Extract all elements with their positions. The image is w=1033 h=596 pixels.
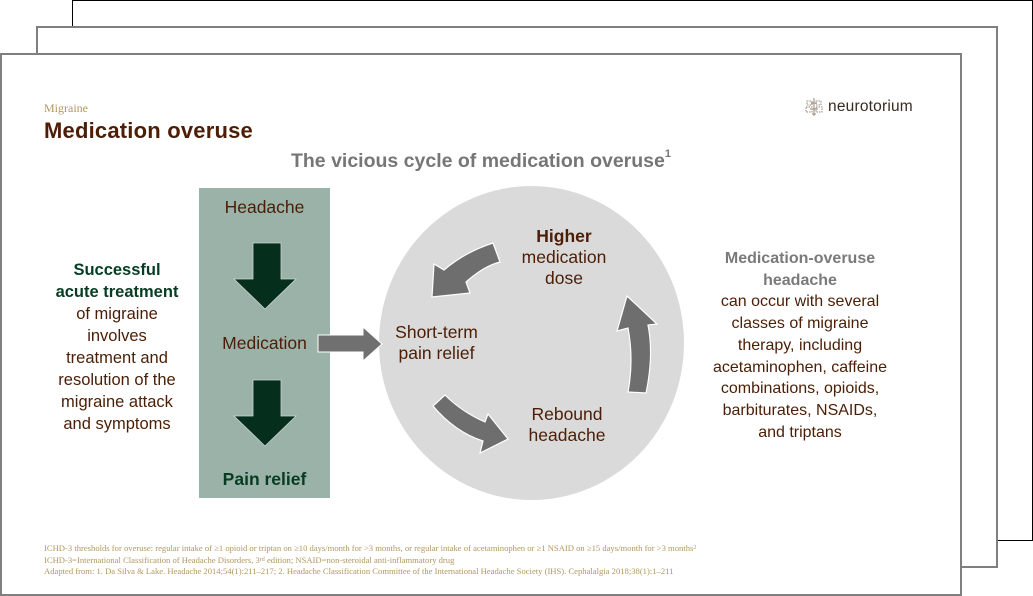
footnote-abbrev-text: ICHD-3=International Classification of H… xyxy=(44,554,260,565)
acute-treatment-line: treatment and xyxy=(66,349,168,367)
cycle-node-short-term-line: pain relief xyxy=(398,343,475,363)
footnotes: ICHD-3 thresholds for overuse: regular i… xyxy=(44,543,696,578)
cycle-node-higher-bold: Higher xyxy=(536,226,592,246)
acute-treatment-line: migraine attack xyxy=(61,393,173,411)
flow-step-pain-relief: Pain relief xyxy=(222,469,307,489)
moh-line: acetaminophen, caffeine xyxy=(712,358,888,376)
footnote-ref: 2 xyxy=(693,545,697,551)
medication-overuse-headache-description: Medication-overuse headache can occur wi… xyxy=(700,248,900,443)
cycle-node-higher-dose: Higher medication dose xyxy=(489,226,639,289)
footnote-abbrev-text: edition; NSAID=non-steroidal anti-inflam… xyxy=(264,554,455,565)
footnote-thresholds: ICHD-3 thresholds for overuse: regular i… xyxy=(44,543,696,555)
diagram-title-text: The vicious cycle of medication overuse xyxy=(290,150,665,172)
cycle-node-rebound-headache: Rebound headache xyxy=(492,404,642,446)
moh-line: and triptans xyxy=(758,423,842,441)
acute-treatment-heading-line: Successful xyxy=(73,261,161,279)
acute-treatment-line: resolution of the xyxy=(58,371,176,389)
treatment-flow-panel: Headache Medication Pain relief xyxy=(199,188,330,498)
diagram-title: The vicious cycle of medication overuse1 xyxy=(0,148,962,173)
moh-line: can occur with several xyxy=(720,293,880,311)
cycle-node-higher-line: medication xyxy=(521,247,607,267)
flow-step-headache: Headache xyxy=(224,197,305,217)
footnote-thresholds-text: ICHD-3 thresholds for overuse: regular i… xyxy=(44,543,694,553)
vicious-cycle-circle: Higher medication dose Short-term pain r… xyxy=(379,186,684,500)
moh-line: combinations, opioids, xyxy=(720,380,880,398)
moh-line: therapy, including xyxy=(737,336,863,354)
section-label: Migraine xyxy=(44,101,88,115)
cycle-node-higher-line: dose xyxy=(545,268,583,288)
acute-treatment-heading-line: acute treatment xyxy=(55,283,179,301)
cycle-node-short-term-relief: Short-term pain relief xyxy=(379,322,494,364)
moh-line: classes of migraine xyxy=(731,315,869,333)
flow-step-medication: Medication xyxy=(222,333,307,353)
cycle-node-rebound-line: headache xyxy=(528,425,606,445)
logo-text: neurotorium xyxy=(828,98,913,115)
moh-heading-line: headache xyxy=(763,271,837,289)
footnote-abbreviations: ICHD-3=International Classification of H… xyxy=(44,555,696,567)
logo: neurotorium xyxy=(804,97,913,117)
acute-treatment-line: involves xyxy=(87,327,147,345)
reference-mark: 1 xyxy=(664,148,671,160)
footnote-references: Adapted from: 1. Da Silva & Lake. Headac… xyxy=(44,566,674,576)
cycle-node-rebound-line: Rebound xyxy=(531,404,603,424)
slide-title: Medication overuse xyxy=(44,118,253,143)
brain-icon xyxy=(805,98,823,116)
moh-heading-line: Medication-overuse xyxy=(724,250,876,267)
moh-line: barbiturates, NSAIDs, xyxy=(722,401,878,419)
footnote-superscript: rd xyxy=(259,556,265,563)
acute-treatment-description: Successful acute treatment of migraine i… xyxy=(36,259,198,435)
acute-treatment-line: of migraine xyxy=(76,305,158,323)
acute-treatment-line: and symptoms xyxy=(63,415,171,433)
cycle-node-short-term-line: Short-term xyxy=(395,322,478,342)
